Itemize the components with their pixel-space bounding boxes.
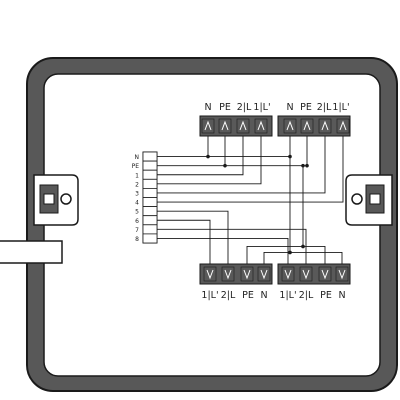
terminal-label-4: 4 <box>135 200 139 207</box>
top-left-label-pe: PE <box>219 102 231 113</box>
bottom-left-label-2l: 2|L <box>221 290 236 301</box>
mounting-tab-left <box>33 174 79 226</box>
terminal-cell-2 <box>142 178 158 189</box>
terminal-label-7: 7 <box>135 227 139 234</box>
bottom-left-clamp-0 <box>206 269 214 280</box>
bottom-right-clamp-3 <box>338 269 346 280</box>
screw-hole-right <box>351 193 363 205</box>
terminal-label-8: 8 <box>135 236 139 243</box>
bottom-right-clamp-1 <box>302 269 310 280</box>
bottom-right-label-pe: PE <box>320 290 332 301</box>
terminal-label-5: 5 <box>135 209 139 216</box>
terminal-cell-6 <box>142 215 158 226</box>
terminal-label-3: 3 <box>135 191 139 198</box>
junction-pe-1 <box>223 163 227 168</box>
bottom-left-clamp-2 <box>243 269 251 280</box>
top-right-label-pe: PE <box>300 102 312 113</box>
top-right-clamp-3 <box>339 120 347 131</box>
bottom-right-label-n: N <box>338 290 345 301</box>
junction-n-1 <box>206 154 210 159</box>
wire-3 <box>157 136 326 194</box>
mounting-tab-right <box>345 174 393 226</box>
top-left-label-n: N <box>204 102 211 113</box>
terminal-label-n: N <box>135 154 140 161</box>
terminal-cell-pe <box>142 160 158 171</box>
top-left-clamp-3 <box>257 120 265 131</box>
top-left-clamp-2 <box>239 120 247 131</box>
top-left-label-1l: 1|L' <box>253 102 270 113</box>
wire-n-bottom-right <box>290 252 343 264</box>
bottom-left-label-1l: 1|L' <box>201 290 218 301</box>
top-right-label-1l: 1|L' <box>332 102 349 113</box>
top-right-clamp-2 <box>321 120 329 131</box>
wire-n-bottom-left <box>263 156 291 264</box>
top-right-clamp-1 <box>303 120 311 131</box>
junction-n-2 <box>288 154 292 159</box>
top-right-clamp-0 <box>286 120 294 131</box>
bottom-left-label-n: N <box>260 290 267 301</box>
top-left-clamp-1 <box>221 120 229 131</box>
junction-pe-3 <box>301 163 305 168</box>
wire-4 <box>157 136 344 203</box>
wire-7 <box>157 228 307 264</box>
connector-bottom-right <box>277 263 351 285</box>
wire-8 <box>157 238 289 264</box>
terminal-label-2: 2 <box>135 181 139 188</box>
top-right-label-n: N <box>286 102 293 113</box>
top-right-label-2l: 2|L <box>317 102 332 113</box>
bottom-left-clamp-3 <box>260 269 268 280</box>
connector-bottom-left <box>199 263 273 285</box>
junction-n-3 <box>288 250 292 255</box>
wire-pe-bottom-right <box>303 246 326 264</box>
terminal-cell-5 <box>142 206 158 217</box>
connector-top-left <box>199 115 273 137</box>
top-left-label-2l: 2|L <box>237 102 252 113</box>
bottom-right-clamp-0 <box>284 269 292 280</box>
bottom-left-label-pe: PE <box>242 290 254 301</box>
cable-entry <box>0 240 63 264</box>
terminal-cell-8 <box>142 233 158 244</box>
terminal-label-pe: PE <box>132 163 140 170</box>
wire-5 <box>157 210 229 264</box>
wire-2 <box>157 136 262 185</box>
bottom-left-clamp-1 <box>224 269 232 280</box>
terminal-label-1: 1 <box>135 172 139 179</box>
junction-pe-4 <box>301 244 305 249</box>
bottom-right-clamp-2 <box>321 269 329 280</box>
terminal-cell-n <box>142 151 158 162</box>
bottom-right-label-2l: 2|L <box>299 290 314 301</box>
junction-pe-2 <box>305 163 309 168</box>
wire-6 <box>157 219 211 264</box>
terminal-cell-4 <box>142 197 158 208</box>
wire-pe-bottom-left <box>246 165 304 264</box>
screw-hole-left <box>60 193 72 205</box>
bottom-right-label-1l: 1|L' <box>279 290 296 301</box>
terminal-cell-7 <box>142 224 158 235</box>
top-left-clamp-0 <box>204 120 212 131</box>
wire-1 <box>157 136 244 176</box>
terminal-label-6: 6 <box>135 218 139 225</box>
terminal-cell-3 <box>142 187 158 198</box>
terminal-cell-1 <box>142 169 158 180</box>
